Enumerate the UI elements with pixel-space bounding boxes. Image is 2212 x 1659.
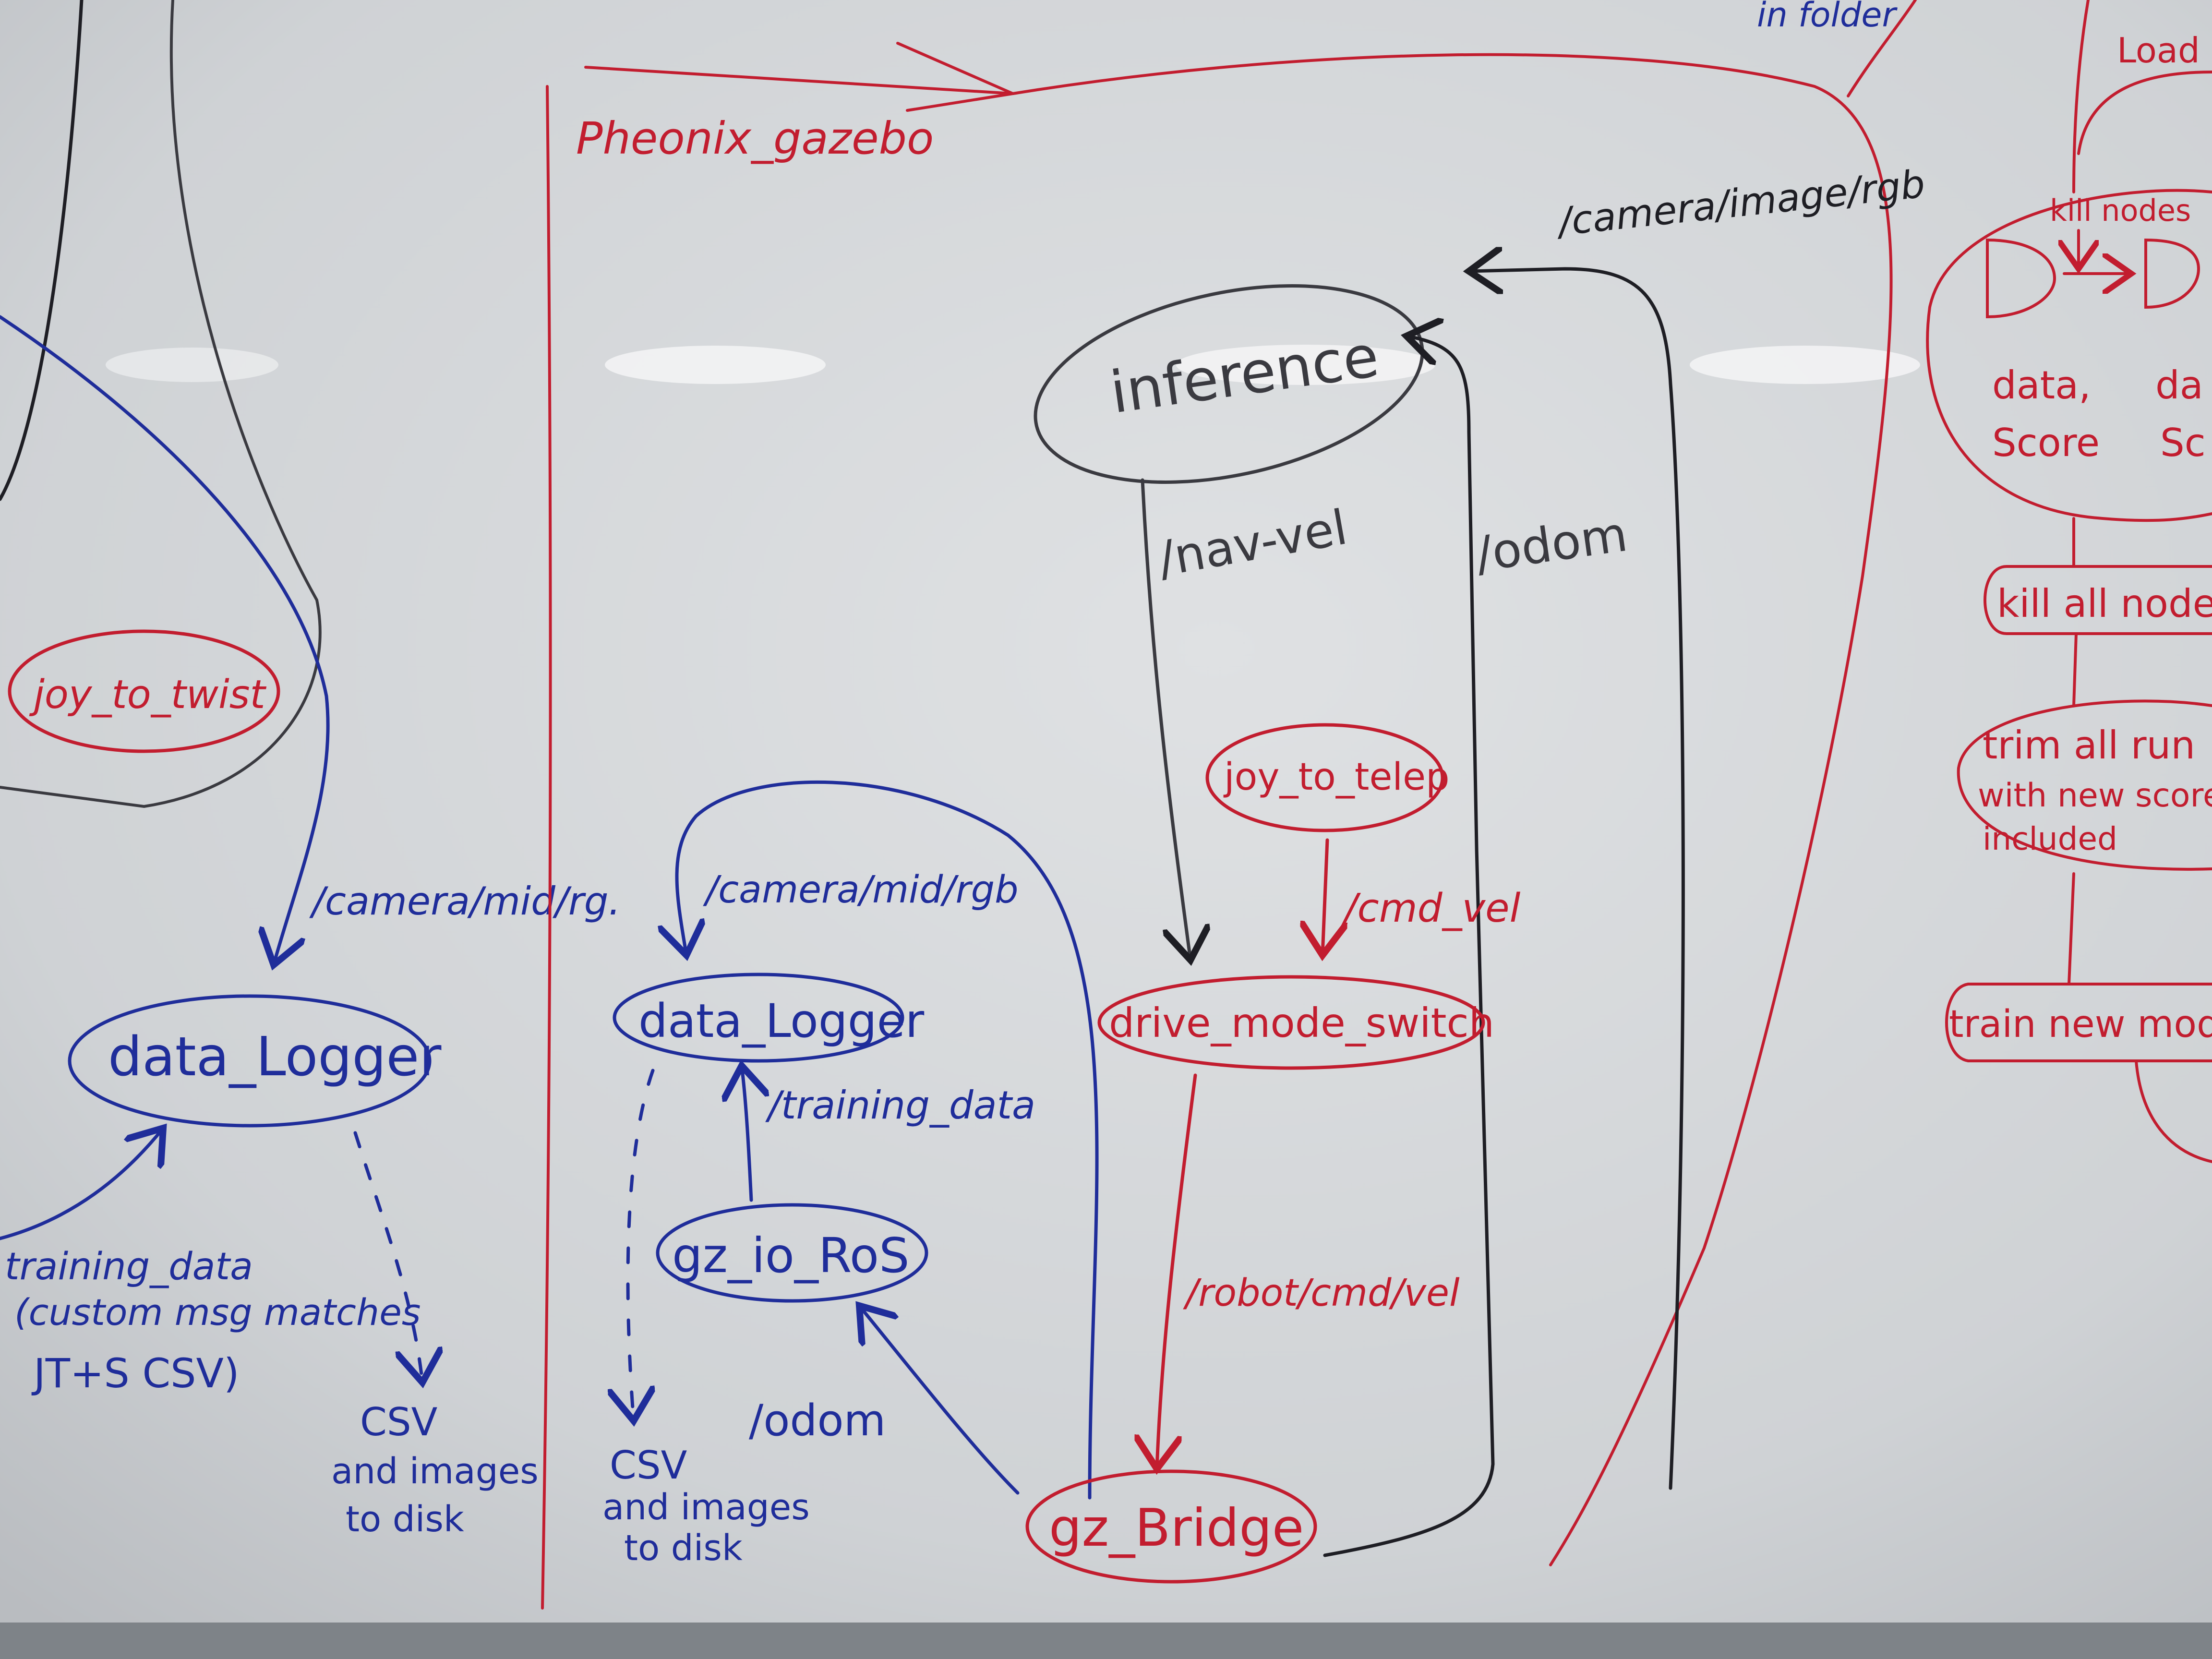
custom-msg-line-2: JT+S CSV): [31, 1350, 240, 1397]
drive-mode-switch-node-outline: [1097, 975, 1485, 1070]
joy-to-teleop-label: joy_to_telep: [1223, 756, 1450, 799]
training-data-center-arrow: [742, 1066, 751, 1202]
connector-line: [2072, 632, 2078, 707]
red-divider-line: [541, 85, 552, 1610]
center-section: [541, 0, 1917, 1610]
gz-io-ros-label: gz_io_RoS: [672, 1227, 910, 1284]
robot-cmd-vel-arrow: [1157, 1073, 1197, 1469]
far-right-section: [1926, 0, 2212, 1163]
cmd-vel-label: /cmd_vel: [1341, 886, 1521, 931]
cmd-vel-arrow: [1322, 838, 1327, 955]
joy-to-twist-label: joy_to_twist: [29, 672, 267, 718]
light-reflection: [106, 348, 278, 382]
joy-to-twist-node-outline: [8, 629, 280, 753]
board-frame-bottom: [0, 1623, 2212, 1659]
infolder-label: in folder: [1757, 0, 1898, 35]
kill-nodes-label: kill nodes: [2050, 193, 2191, 228]
data-score-2-line-2: Sc: [2160, 421, 2206, 465]
data-score-2-line-1: da: [2155, 363, 2203, 408]
board-surface: [0, 0, 2212, 1623]
blue-diagonal-line: [0, 315, 330, 965]
custom-msg-line-1: (custom msg matches: [14, 1291, 421, 1334]
training-data-left: training_data: [5, 1245, 253, 1288]
load-label: Load: [2117, 30, 2200, 71]
red-top-arrow: [584, 66, 1014, 95]
right-flow-section: [1025, 254, 1685, 1584]
light-reflection: [605, 346, 826, 384]
gz-io-ros-node-outline: [656, 1203, 928, 1303]
csv-left-line-3: to disk: [346, 1499, 464, 1540]
csv-center-dashed-arrow: [628, 1069, 653, 1421]
odom-right-arrow: [1323, 336, 1495, 1557]
gz-bridge-label: gz_Bridge: [1049, 1498, 1304, 1558]
data-score-1-line-2: Score: [1992, 421, 2100, 465]
odom-center-label: /odom: [749, 1395, 886, 1446]
gz-bridge-node-outline: [1025, 1469, 1317, 1584]
red-vertical-flow-line: [2072, 0, 2090, 193]
camera-topic-left: /camera/mid/rg.: [309, 879, 621, 924]
d-shape-1: [1986, 238, 2056, 319]
data-score-1-line-1: data,: [1992, 363, 2091, 408]
camera-topic-center: /camera/mid/rgb: [703, 868, 1019, 912]
camera-rgb-arrow: [1469, 269, 1685, 1490]
kill-all-nodes-label: kill all node: [1997, 581, 2212, 626]
nav-vel-arrow: [1141, 478, 1190, 960]
kill-nodes-region-outline: [1926, 189, 2212, 522]
csv-dashed-arrow: [353, 1131, 422, 1382]
d-shape-2: [2144, 238, 2200, 309]
center-title: Pheonix_gazebo: [576, 113, 934, 164]
data-logger-left-label: data_Logger: [108, 1026, 442, 1088]
odom-center-arrow: [859, 1306, 1020, 1495]
train-new-model-box: [1945, 983, 2212, 1062]
connector-line: [2135, 1059, 2212, 1163]
light-reflection: [1176, 345, 1435, 385]
trim-runs-line-2: with new score: [1978, 777, 2212, 815]
red-top-right-line: [1847, 0, 1917, 97]
csv-center-line-3: to disk: [624, 1527, 743, 1569]
csv-center-line-1: CSV: [610, 1443, 687, 1488]
drive-mode-switch-label: drive_mode_switch: [1109, 999, 1494, 1046]
robot-cmd-vel-label: /robot/cmd/vel: [1183, 1272, 1460, 1315]
training-data-arrow: [0, 1128, 163, 1240]
trim-runs-line-3: included: [1983, 820, 2117, 857]
load-box-outline: [2077, 71, 2212, 155]
blue-camera-loop: [677, 780, 1099, 1500]
trim-runs-line-1: trim all run: [1983, 723, 2195, 768]
kill-all-nodes-box: [1984, 565, 2212, 635]
trim-runs-box: [1957, 699, 2212, 871]
data-logger-left-node-outline: [68, 994, 432, 1128]
black-outline-curve: [0, 0, 84, 501]
csv-left-line-2: and images: [331, 1451, 539, 1492]
training-data-center: /training_data: [765, 1083, 1035, 1128]
connector-line: [2068, 872, 2075, 986]
csv-left-line-1: CSV: [360, 1400, 438, 1444]
light-reflection: [1690, 346, 1920, 384]
left-section: [0, 0, 430, 1382]
joy-to-teleop-node-outline: [1205, 723, 1444, 832]
red-top-boundary: [1011, 53, 1893, 1566]
black-outline-curve: [0, 0, 322, 808]
train-new-model-label: train new mode: [1949, 1003, 2212, 1046]
data-logger-center-label: data_Logger: [638, 994, 925, 1048]
csv-center-line-2: and images: [602, 1487, 810, 1528]
